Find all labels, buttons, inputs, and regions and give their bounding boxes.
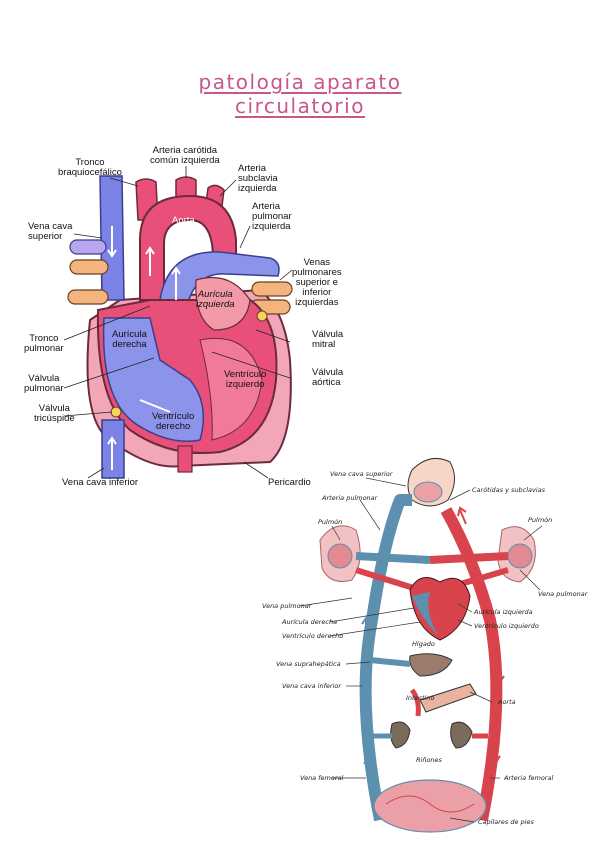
vena-pulmonar-2 <box>67 289 109 305</box>
label-aorta: Aorta <box>172 215 195 226</box>
label-capilares: Capilares de pies <box>478 818 534 826</box>
aorta <box>139 194 237 301</box>
arteria-pulm-der <box>69 239 107 255</box>
label-vena-cava-inferior-c: Vena cava inferior <box>282 682 342 690</box>
label-auricula-izquierda-c: Aurícula izquierda <box>474 608 533 616</box>
label-vena-cava-superior-c: Vena cava superior <box>330 470 393 478</box>
artery-main <box>440 507 503 822</box>
valve-mitral <box>256 310 268 322</box>
label-vena-suprahepatica: Vena suprahepática <box>276 660 341 668</box>
page-title-line1: patología aparato <box>198 70 402 94</box>
label-higado: Hígado <box>412 640 435 648</box>
aorta-desc <box>177 445 193 473</box>
label-vena-cava-inferior: Vena cava inferior <box>62 477 139 488</box>
liver <box>409 653 453 677</box>
label-vena-pulmonar-right: Vena pulmonar <box>538 590 588 598</box>
label-ventriculo-derecho-c: Ventrículo derecho <box>282 632 344 640</box>
label-arteria-pulmonar-c: Arteria pulmonar <box>322 494 378 502</box>
label-aorta-c: Aorta <box>498 698 516 706</box>
label-vena-pulmonar-left: Vena pulmonar <box>262 602 312 610</box>
kidney-left <box>390 721 411 749</box>
intestine <box>419 683 477 713</box>
feet-capillaries <box>373 779 487 833</box>
right-side <box>102 317 205 443</box>
label-rinones: Riñones <box>416 756 442 764</box>
label-ventriculo-izquierdo-c: Ventrículo izquierdo <box>474 622 539 630</box>
label-intestino: Intestino <box>406 694 435 702</box>
label-carotidas: Carótidas y subclavias <box>472 486 546 494</box>
label-arteria-femoral: Arteria femoral <box>504 774 554 782</box>
vena-pulmonar-1 <box>69 259 109 275</box>
vein-main <box>359 494 412 822</box>
label-pulmon-right: Pulmón <box>528 516 553 524</box>
label-pericardio: Pericardio <box>268 477 311 488</box>
label-pulmon-left: Pulmón <box>318 518 343 526</box>
label-auricula-derecha-c: Aurícula derecha <box>282 618 338 626</box>
vena-pulm-izq-1 <box>251 281 293 297</box>
label-vena-femoral: Vena femoral <box>300 774 344 782</box>
kidney-right <box>450 721 473 749</box>
head-capillaries <box>413 481 443 503</box>
left-atrium <box>195 276 251 331</box>
page-title-line2: circulatorio <box>235 94 365 118</box>
